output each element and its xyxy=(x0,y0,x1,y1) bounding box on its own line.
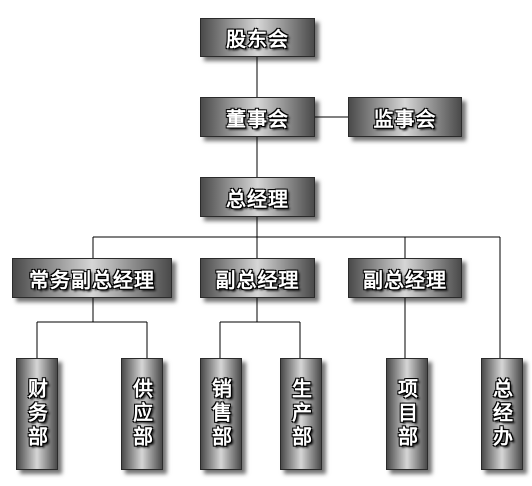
node-finance-dept: 财务部 xyxy=(16,358,58,470)
node-label: 董事会 xyxy=(226,106,289,131)
node-label: 总经办 xyxy=(489,378,514,450)
node-label: 销售部 xyxy=(208,378,233,450)
node-label: 总经理 xyxy=(226,186,289,211)
node-label: 生产部 xyxy=(288,378,313,450)
node-label: 监事会 xyxy=(373,106,437,131)
node-supervisory-board: 监事会 xyxy=(348,97,462,137)
node-board-of-directors: 董事会 xyxy=(200,97,315,137)
node-label: 股东会 xyxy=(226,27,289,51)
node-deputy-gm-middle: 副总经理 xyxy=(200,258,315,298)
node-shareholders-meeting: 股东会 xyxy=(200,18,315,57)
node-label: 副总经理 xyxy=(363,267,447,292)
node-gm-office: 总经办 xyxy=(481,358,523,470)
node-label: 财务部 xyxy=(24,378,49,450)
node-general-manager: 总经理 xyxy=(200,177,315,217)
node-production-dept: 生产部 xyxy=(280,358,322,470)
node-project-dept: 项目部 xyxy=(386,358,428,470)
node-executive-deputy-gm: 常务副总经理 xyxy=(12,258,172,298)
node-label: 供应部 xyxy=(129,378,154,450)
node-label: 副总经理 xyxy=(215,267,300,292)
node-deputy-gm-right: 副总经理 xyxy=(348,258,462,298)
node-supply-dept: 供应部 xyxy=(121,358,163,470)
node-sales-dept: 销售部 xyxy=(200,358,242,470)
node-label: 项目部 xyxy=(394,378,419,450)
node-label: 常务副总经理 xyxy=(29,267,155,292)
